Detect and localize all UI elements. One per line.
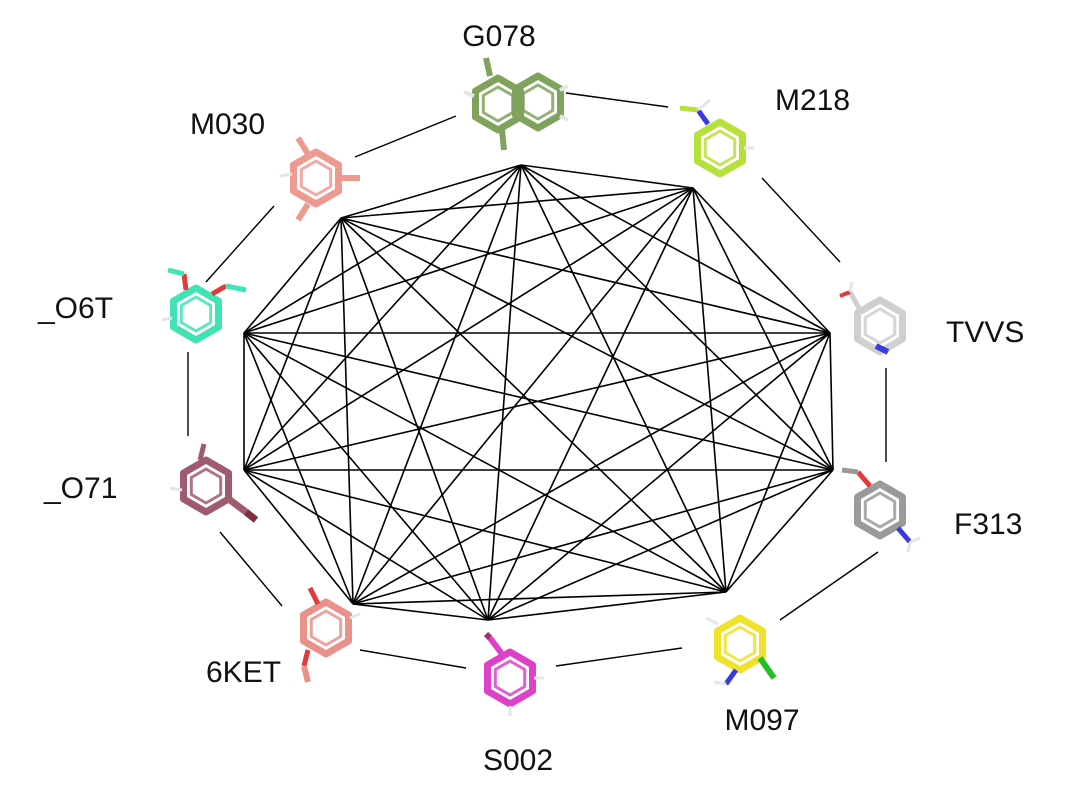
ring-edge-6ket-o71	[219, 531, 283, 607]
inner-edge	[243, 332, 354, 605]
label-f313: F313	[954, 508, 1022, 541]
label-g078: G078	[462, 20, 535, 53]
ring-edge-m218-tvvs	[761, 177, 841, 263]
inner-edge	[243, 469, 727, 593]
inner-edge	[243, 332, 834, 471]
label-6ket: 6KET	[206, 656, 281, 689]
label-o71: _O71	[43, 472, 117, 505]
inner-edge	[487, 591, 727, 621]
ring-edge-m097-s002	[555, 647, 683, 667]
inner-edge	[243, 164, 522, 334]
inner-network-edges	[243, 164, 834, 621]
ring-edge-f313-m097	[779, 551, 879, 621]
inner-edge	[352, 164, 522, 605]
ring-edge-g078-m218	[565, 92, 669, 108]
inner-edge	[352, 591, 727, 605]
inner-edge	[243, 332, 727, 593]
pyridine-icon	[839, 281, 903, 352]
inner-edge	[725, 469, 834, 593]
label-m218: M218	[775, 84, 850, 117]
inner-edge	[352, 469, 834, 605]
naphthalene-icon	[463, 57, 569, 151]
inner-edge	[243, 332, 489, 621]
inner-edge	[520, 164, 834, 471]
inner-edge	[692, 187, 831, 334]
label-s002: S002	[483, 744, 553, 777]
inner-edge	[487, 469, 834, 621]
inner-edge	[340, 217, 489, 621]
inner-edge	[243, 187, 694, 334]
inner-edge	[520, 164, 694, 189]
ring-edge-s002-6ket	[359, 649, 467, 669]
inner-edge	[340, 217, 727, 593]
outer-ring-connectors	[187, 92, 887, 669]
inner-edge	[243, 469, 354, 605]
inner-edge	[520, 164, 831, 334]
benzene-icon	[483, 631, 544, 716]
inner-edge	[352, 603, 489, 621]
inner-edge	[243, 217, 342, 471]
label-o6t: _O6T	[37, 292, 113, 325]
inner-edge	[243, 187, 694, 471]
inner-edge	[243, 217, 342, 334]
inner-edge	[352, 332, 831, 605]
inner-edge	[692, 187, 727, 593]
aminophenol-icon	[841, 467, 921, 553]
node-labels: G078 M218 TVVS F313 M097 S002 6KET _O71 …	[37, 20, 1024, 777]
inner-edge	[725, 332, 831, 593]
inner-edge	[340, 217, 354, 605]
label-m030: M030	[190, 108, 265, 141]
inner-edge	[520, 164, 727, 593]
label-m097: M097	[724, 704, 799, 737]
ring-edge-o6t-m030	[205, 205, 275, 283]
label-tvvs: TVVS	[946, 316, 1024, 349]
ring-edge-m030-g078	[354, 115, 457, 158]
inner-edge	[340, 217, 834, 471]
inner-edge	[692, 187, 834, 471]
inner-edge	[243, 469, 489, 621]
inner-edge	[487, 187, 694, 621]
inner-edge	[340, 217, 831, 334]
inner-edge	[829, 332, 834, 471]
inner-edge	[243, 164, 522, 471]
inner-edge	[352, 187, 694, 605]
toluene-icon	[169, 443, 259, 523]
aniline-icon	[679, 98, 754, 174]
catechol-icon	[304, 586, 361, 683]
xylene-icon	[279, 136, 360, 222]
molecules	[161, 57, 921, 716]
dimethoxybenzene-icon	[161, 267, 247, 340]
chloroaniline-icon	[705, 618, 777, 686]
inner-edge	[340, 187, 694, 219]
inner-edge	[487, 164, 522, 621]
inner-edge	[340, 164, 522, 219]
inner-edge	[487, 332, 831, 621]
